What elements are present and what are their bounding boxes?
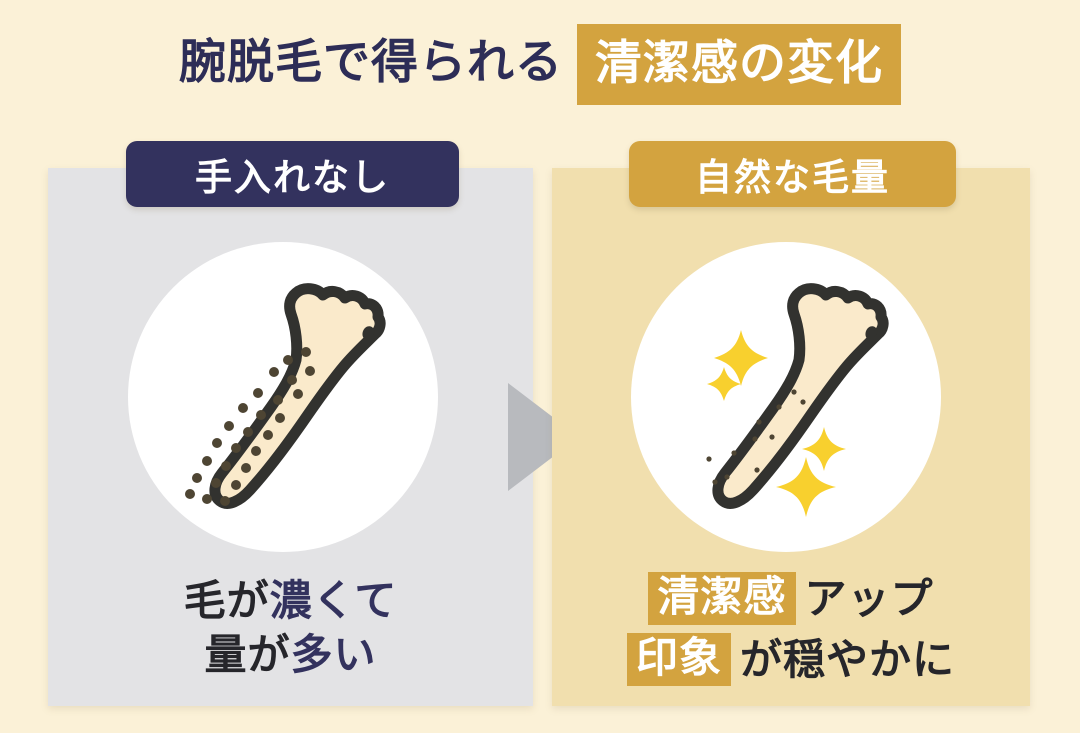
caption-before-l2-p2: 多い	[290, 629, 377, 679]
caption-before-l2-p1: 量が	[204, 629, 291, 679]
smooth-arm-sparkle-icon	[706, 283, 889, 517]
caption-before-l1-p2: 濃くて	[269, 576, 398, 625]
caption-after-l2-rest: が穏やかに	[740, 634, 956, 684]
caption-after-l1-highlight: 清潔感	[648, 572, 796, 626]
panel-after-illustration-circle	[631, 242, 941, 552]
page-title-highlight: 清潔感の変化	[577, 23, 901, 105]
panel-before-caption-line2: 量が多い	[48, 628, 533, 682]
caption-after-l2-highlight: 印象	[626, 633, 731, 687]
panel-before-caption: 毛が濃くて 量が多い	[48, 574, 533, 682]
hairy-arm-icon	[185, 283, 386, 509]
sparkle-group	[707, 330, 846, 517]
page-title: 腕脱毛で得られる 清潔感の変化	[0, 22, 1080, 106]
panel-after-caption-line1: 清潔感 アップ	[552, 572, 1030, 626]
panel-before-illustration-circle	[128, 242, 438, 552]
page-title-plain: 腕脱毛で得られる	[179, 34, 563, 90]
caption-before-l1-p1: 毛が	[183, 576, 270, 625]
panel-before-header-label: 手入れなし	[195, 156, 390, 199]
panel-before-header-pill: 手入れなし	[126, 141, 459, 207]
caption-after-l1-rest: アップ	[804, 574, 934, 623]
panel-before-caption-line1: 毛が濃くて	[48, 574, 533, 628]
panel-after-header-pill: 自然な毛量	[629, 141, 956, 207]
panel-after-caption: 清潔感 アップ 印象 が穏やかに	[552, 572, 1030, 687]
panel-after-caption-line2: 印象 が穏やかに	[552, 633, 1030, 687]
panel-after-header-label: 自然な毛量	[695, 156, 890, 199]
